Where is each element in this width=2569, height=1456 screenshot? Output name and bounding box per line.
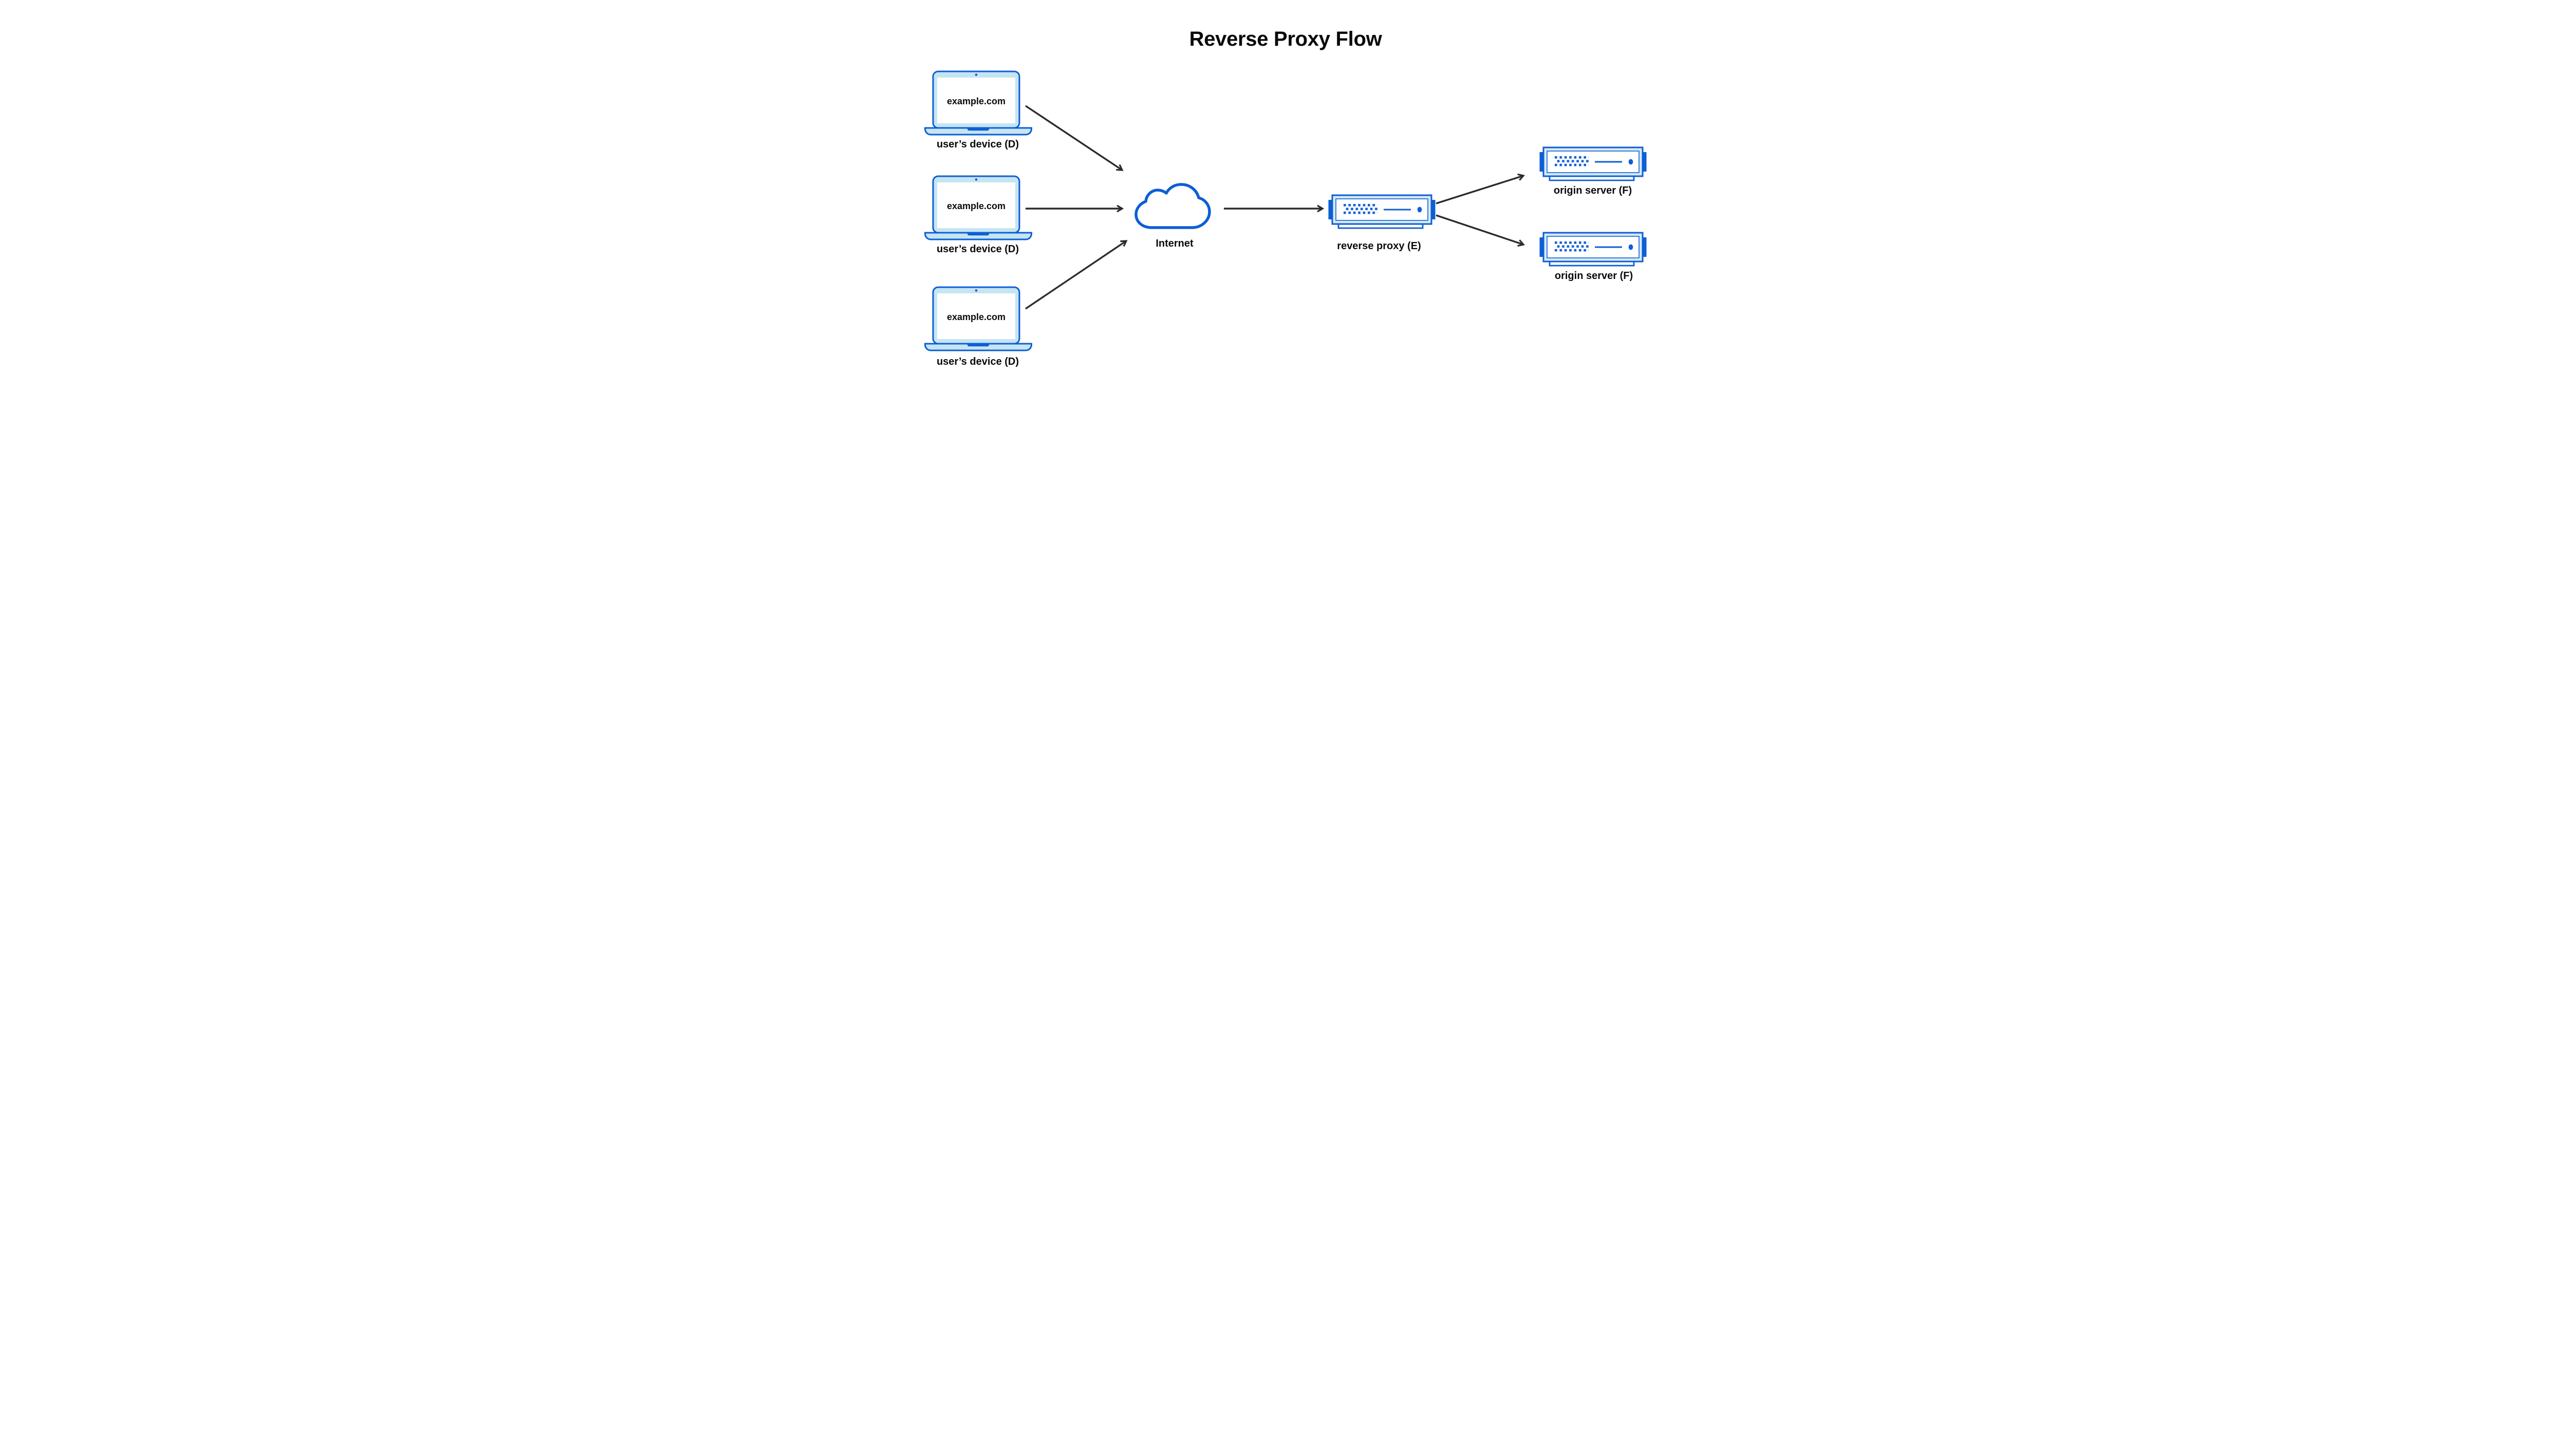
device-label: user’s device (D) [937, 139, 1019, 150]
reverse-proxy-label: reverse proxy (E) [1337, 240, 1421, 252]
internet-label: Internet [1156, 238, 1194, 249]
arrow-device1-to-internet [1025, 105, 1122, 170]
device-screen-text: example.com [947, 201, 1006, 211]
arrows-layer [1025, 105, 1523, 310]
reverse-proxy-flow-diagram: Reverse Proxy Flow example.com user’s de… [882, 0, 1687, 403]
node-internet: Internet [1136, 184, 1209, 249]
server-icon [1539, 146, 1647, 181]
diagram-stage: Reverse Proxy Flow example.com user’s de… [882, 0, 1687, 403]
node-origin-server-2: origin server (F) [1539, 232, 1647, 282]
server-icon [1328, 194, 1436, 229]
server-icon [1539, 232, 1647, 267]
node-reverse-proxy: reverse proxy (E) [1328, 194, 1436, 252]
node-user-device-3: example.com user’s device (D) [924, 286, 1032, 367]
origin-server-label: origin server (F) [1555, 270, 1633, 282]
arrow-proxy-to-origin1 [1436, 176, 1523, 204]
arrow-proxy-to-origin2 [1436, 214, 1523, 245]
node-user-device-2: example.com user’s device (D) [924, 175, 1032, 255]
device-screen-text: example.com [947, 96, 1006, 106]
node-user-device-1: example.com user’s device (D) [924, 70, 1032, 150]
origin-server-label: origin server (F) [1554, 185, 1632, 196]
device-screen-text: example.com [947, 312, 1006, 322]
arrow-device3-to-internet [1025, 241, 1126, 310]
page-title: Reverse Proxy Flow [1189, 28, 1383, 50]
node-origin-server-1: origin server (F) [1539, 146, 1647, 196]
cloud-icon [1136, 184, 1209, 228]
device-label: user’s device (D) [937, 356, 1019, 367]
device-label: user’s device (D) [937, 244, 1019, 255]
